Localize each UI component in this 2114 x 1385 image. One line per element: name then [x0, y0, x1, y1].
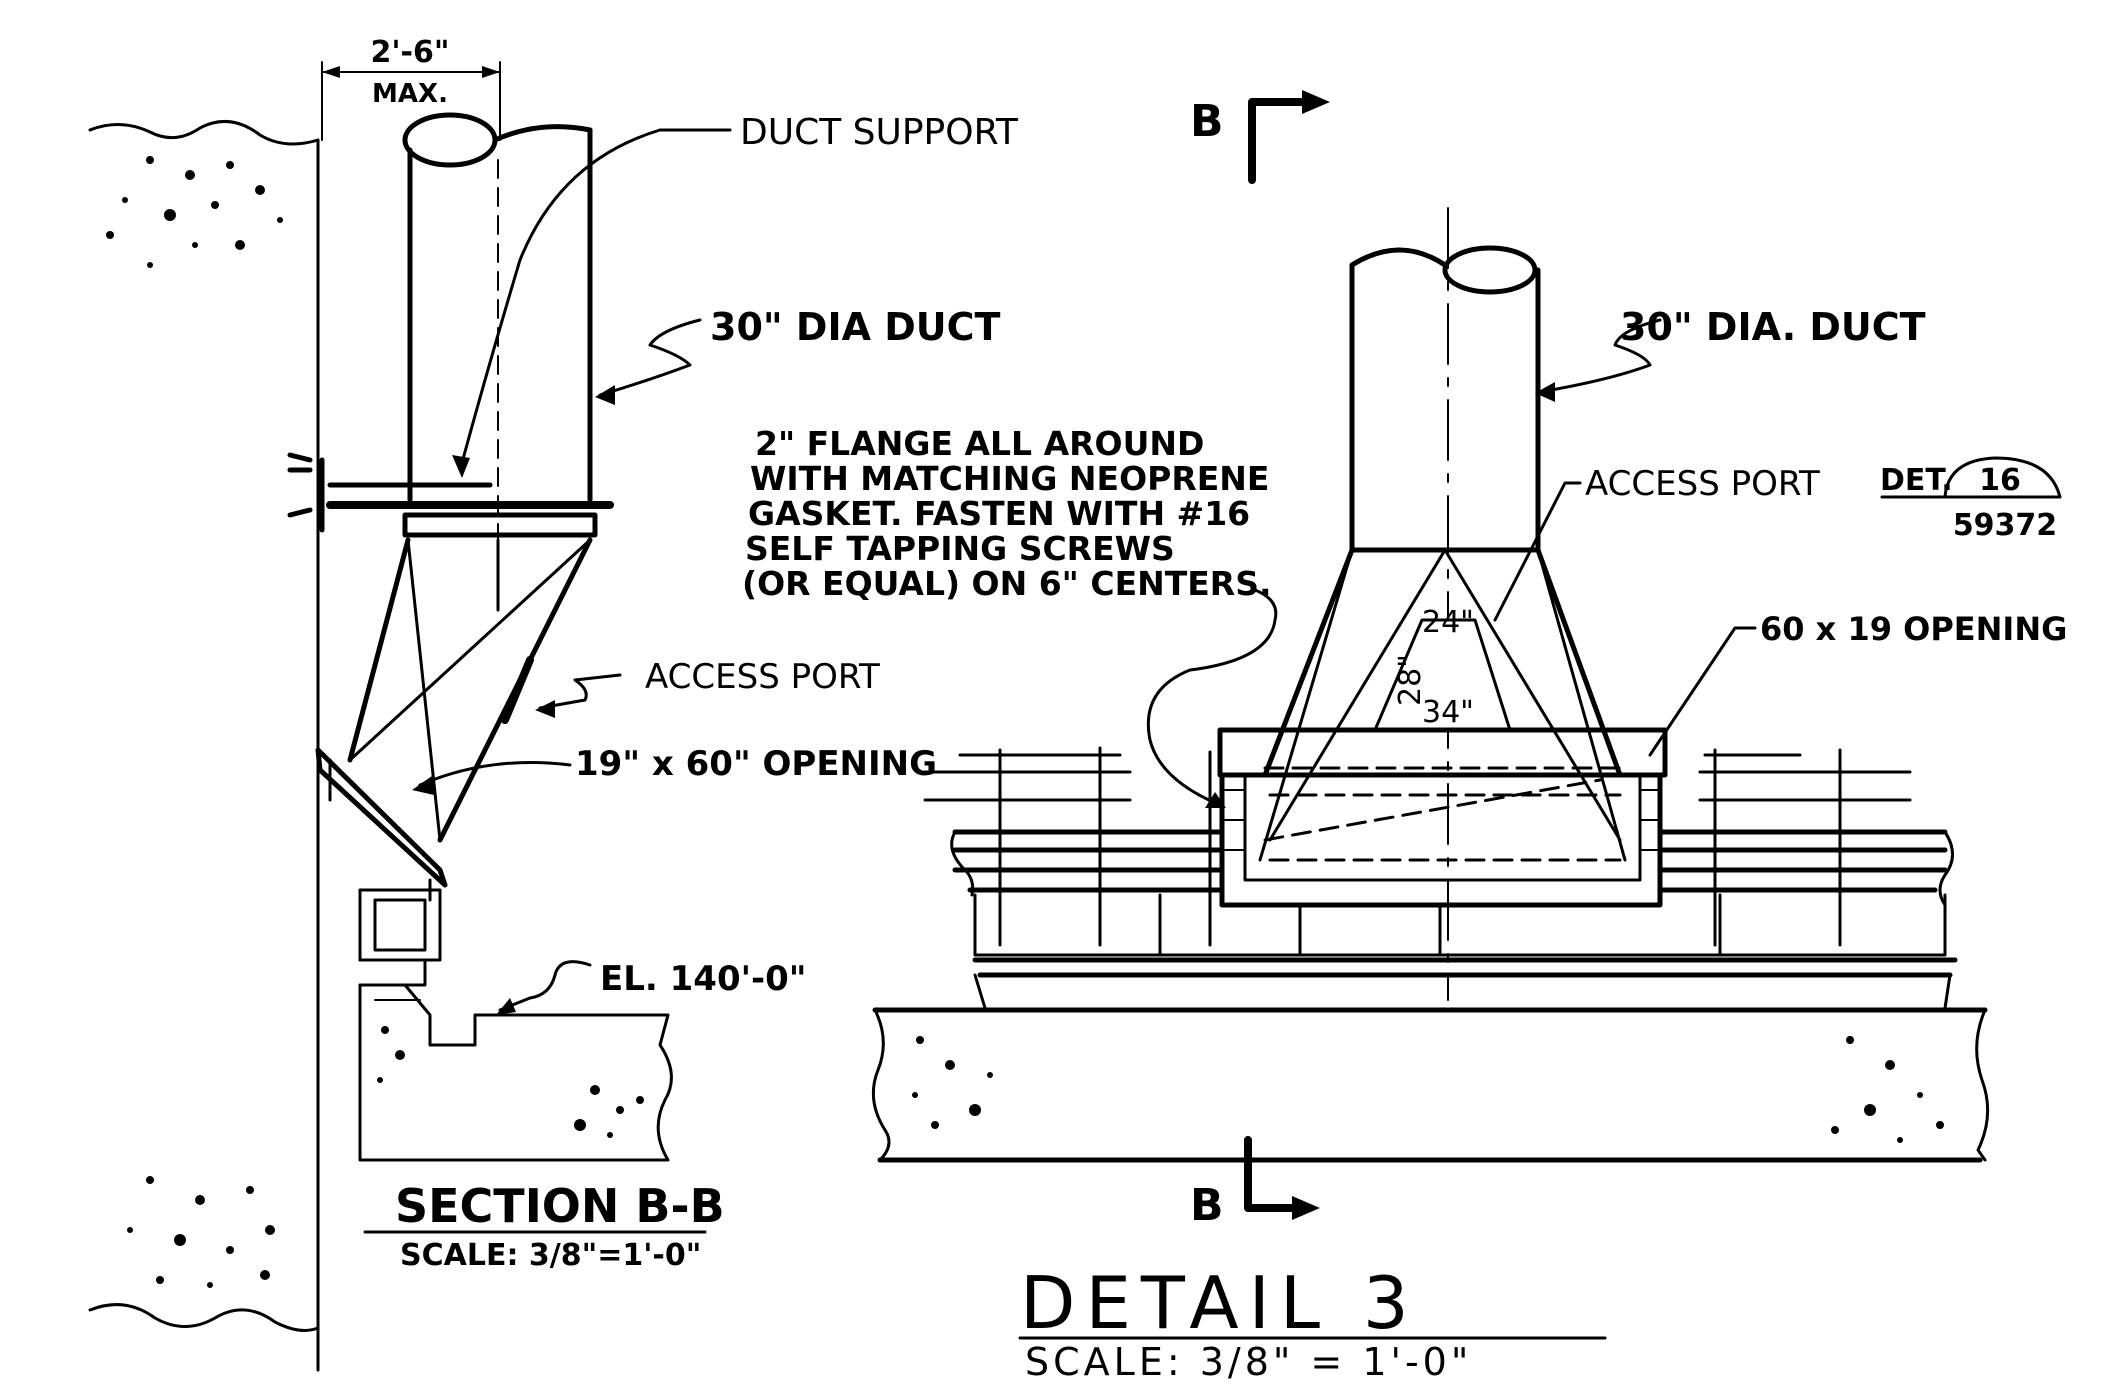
hood-frame: [358, 878, 442, 962]
section-mark-bottom-arrow: [1292, 1196, 1320, 1220]
section-mark-top: B: [1190, 96, 1224, 147]
flange-box-inner: [1243, 773, 1642, 882]
roof-edge-right: [1938, 830, 1954, 907]
earth-edge-bottom: [88, 1303, 320, 1332]
roof-lines-right-top: [1698, 753, 1912, 802]
section-scale: SCALE: 3/8"=1'-0": [400, 1238, 701, 1273]
flange-note-line-5: (OR EQUAL) ON 6" CENTERS.: [742, 564, 1272, 603]
dimension-arrows: [322, 66, 500, 78]
duct-support-arrow: [452, 455, 470, 478]
detail-scale: SCALE: 3/8" = 1'-0": [1025, 1340, 1472, 1384]
block-course: [973, 893, 1947, 957]
flange-note-line-2: WITH MATCHING NEOPRENE: [750, 459, 1269, 498]
duct-support-leader: [458, 128, 732, 472]
dimension-label: 2'-6": [370, 35, 449, 70]
flange-hidden-diagonal: [1263, 778, 1602, 842]
opening-leader: [418, 761, 572, 787]
earth-stipple-top: [106, 156, 283, 268]
detail-duct-top-ellipse: [1442, 245, 1538, 295]
roof-layers-right: [1657, 829, 1948, 893]
detail-duct-dia-label: 30" DIA. DUCT: [1620, 305, 1926, 349]
flange-note-line-1: 2" FLANGE ALL AROUND: [755, 424, 1204, 463]
det-ref-bubble: [1943, 456, 2062, 499]
section-mark-top-line: [1248, 98, 1314, 184]
opening-arrow: [412, 776, 434, 795]
dim-bottom-label: 34": [1422, 695, 1474, 730]
detail-duct-arrow: [1535, 382, 1555, 402]
elevation-arrow: [496, 998, 516, 1015]
opening-label: 19" x 60" OPENING: [575, 744, 937, 784]
detail-access-port-label: ACCESS PORT: [1585, 464, 1820, 504]
earth-stipple-bottom: [127, 1176, 275, 1288]
roof-lines-left-top: [923, 753, 1132, 802]
flange-note-line-3: GASKET. FASTEN WITH #16: [748, 494, 1250, 533]
flange-hatching: [1221, 789, 1661, 851]
section-title: SECTION B-B: [395, 1179, 725, 1233]
roof-layers-left: [952, 829, 1225, 893]
flange-hidden-lines: [1263, 766, 1627, 862]
duct-top-curve: [492, 124, 593, 143]
dimension-max-label: MAX.: [372, 79, 448, 109]
duct-sides: [407, 127, 593, 503]
access-port-arrow: [535, 700, 555, 718]
opening-hood: [315, 747, 448, 888]
roof-posts-left: [998, 746, 1212, 947]
dim-top-label: 24": [1422, 605, 1474, 640]
detail-opening-label: 60 x 19 OPENING: [1760, 610, 2067, 648]
access-port-mark: [501, 656, 534, 724]
detail-access-leader: [1493, 481, 1582, 622]
beam-sides: [973, 973, 1952, 1010]
duct-support-label: DUCT SUPPORT: [740, 112, 1019, 153]
det-ref-number: 16: [1979, 463, 2021, 498]
access-port-label: ACCESS PORT: [645, 657, 880, 697]
beam-top: [972, 957, 1958, 978]
wall-bracket: [287, 452, 325, 533]
transition-collar: [402, 512, 598, 538]
earth-edge-top: [88, 119, 320, 146]
detail-duct-top-left: [1349, 247, 1448, 268]
flange-cap: [1217, 727, 1668, 778]
elevation-leader: [498, 960, 592, 1012]
detail-opening-leader: [1648, 626, 1757, 757]
access-port-leader: [538, 673, 622, 710]
duct-dia-leader: [598, 318, 702, 397]
detail-duct-sides: [1349, 262, 1541, 553]
det-ref-label: DET.: [1880, 463, 1953, 498]
elevation-label: EL. 140'-0": [600, 959, 807, 999]
flange-note-leader: [1146, 588, 1278, 807]
slab-stipple: [912, 1036, 1944, 1143]
detail-3-view: B B 24" 34" 28": [742, 90, 2067, 1384]
flange-note: 2" FLANGE ALL AROUND WITH MATCHING NEOPR…: [742, 424, 1272, 603]
section-mark-top-arrow: [1302, 90, 1330, 114]
dimension-line: [321, 61, 501, 141]
duct-dia-arrow: [595, 385, 615, 405]
flange-note-line-4: SELF TAPPING SCREWS: [745, 529, 1175, 568]
det-ref-sheet: 59372: [1953, 508, 2057, 543]
foundation-stipple: [377, 1026, 644, 1138]
detail-title: DETAIL 3: [1020, 1261, 1419, 1345]
flange-note-arrow: [1205, 792, 1226, 808]
duct-dia-label: 30" DIA DUCT: [710, 305, 1001, 349]
transition-diagonals: [348, 538, 592, 842]
foundation: [358, 983, 673, 1162]
hood-base: [358, 958, 427, 987]
section-mark-bottom-line: [1244, 1136, 1304, 1212]
detail-transition-diagonals: [1258, 548, 1627, 862]
transition-sides: [347, 537, 593, 843]
section-bb-view: 2'-6" MAX.: [88, 35, 1019, 1372]
dim-side-label: 28": [1393, 654, 1428, 706]
slab-broken-ends: [871, 1008, 1990, 1162]
duct-top-ellipse: [402, 112, 498, 168]
detail-duct-leader: [1538, 318, 1662, 394]
section-mark-bottom: B: [1190, 1180, 1224, 1231]
roof-edge-left: [950, 830, 975, 897]
